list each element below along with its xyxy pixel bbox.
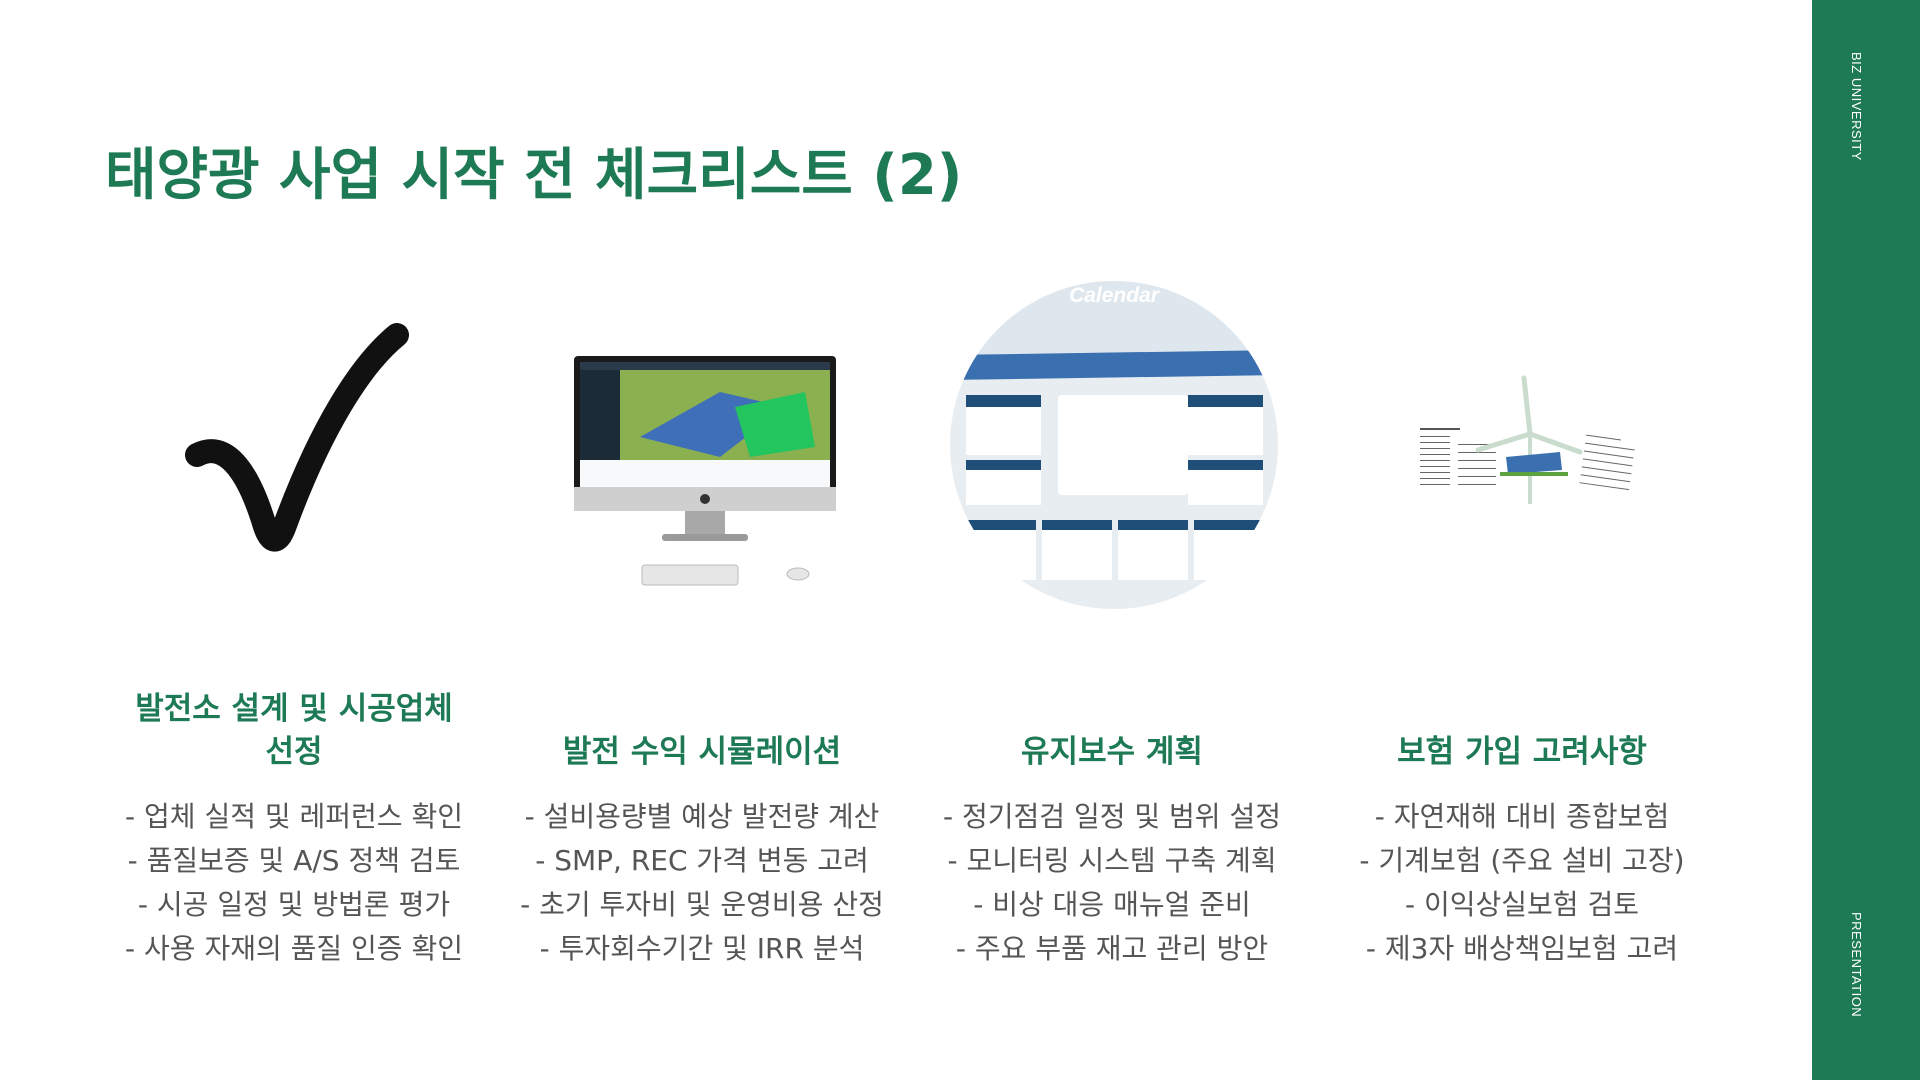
list-item: - 기계보험 (주요 설비 고장) xyxy=(1359,844,1685,877)
list-item: - 업체 실적 및 레퍼런스 확인 xyxy=(125,800,463,833)
list-item: - 품질보증 및 A/S 정책 검토 xyxy=(127,844,461,877)
section-list: - 자연재해 대비 종합보험 - 기계보험 (주요 설비 고장) - 이익상실보… xyxy=(1322,795,1722,971)
section-list: - 업체 실적 및 레퍼런스 확인 - 품질보증 및 A/S 정책 검토 - 시… xyxy=(94,795,494,971)
list-item: - 설비용량별 예상 발전량 계산 xyxy=(524,800,880,833)
list-item: - 초기 투자비 및 운영비용 산정 xyxy=(520,888,884,921)
list-item: - 자연재해 대비 종합보험 xyxy=(1374,800,1670,833)
brand-label: BIZ UNIVERSITY xyxy=(1849,52,1864,161)
section-heading: 보험 가입 고려사항 xyxy=(1397,734,1647,770)
section-list: - 정기점검 일정 및 범위 설정 - 모니터링 시스템 구축 계획 - 비상 … xyxy=(912,795,1312,971)
list-item: - SMP, REC 가격 변동 고려 xyxy=(535,844,869,877)
insurance-document-icon xyxy=(1420,375,1643,506)
checkmark-icon xyxy=(185,323,409,552)
list-item: - 이익상실보험 검토 xyxy=(1405,888,1639,921)
list-item: - 모니터링 시스템 구축 계획 xyxy=(947,844,1277,877)
section-heading: 발전소 설계 및 시공업체 선정 xyxy=(135,691,453,770)
slide-title: 태양광 사업 시작 전 체크리스트 (2) xyxy=(105,143,963,208)
list-item: - 시공 일정 및 방법론 평가 xyxy=(137,888,451,921)
section-heading: 발전 수익 시뮬레이션 xyxy=(562,734,842,770)
computer-icon xyxy=(574,356,836,586)
list-item: - 투자회수기간 및 IRR 분석 xyxy=(539,932,865,965)
calendar-icon: Calendar xyxy=(950,281,1278,609)
side-panel xyxy=(1812,0,1920,1080)
list-item: - 사용 자재의 품질 인증 확인 xyxy=(125,932,463,965)
calendar-label: Calendar xyxy=(1069,284,1161,307)
presentation-label: PRESENTATION xyxy=(1849,912,1864,1018)
section-list: - 설비용량별 예상 발전량 계산 - SMP, REC 가격 변동 고려 - … xyxy=(502,795,902,971)
list-item: - 제3자 배상책임보험 고려 xyxy=(1365,932,1679,965)
list-item: - 비상 대응 매뉴얼 준비 xyxy=(973,888,1251,921)
list-item: - 주요 부품 재고 관리 방안 xyxy=(955,932,1269,965)
section-heading: 유지보수 계획 xyxy=(1021,734,1203,770)
list-item: - 정기점검 일정 및 범위 설정 xyxy=(943,800,1281,833)
